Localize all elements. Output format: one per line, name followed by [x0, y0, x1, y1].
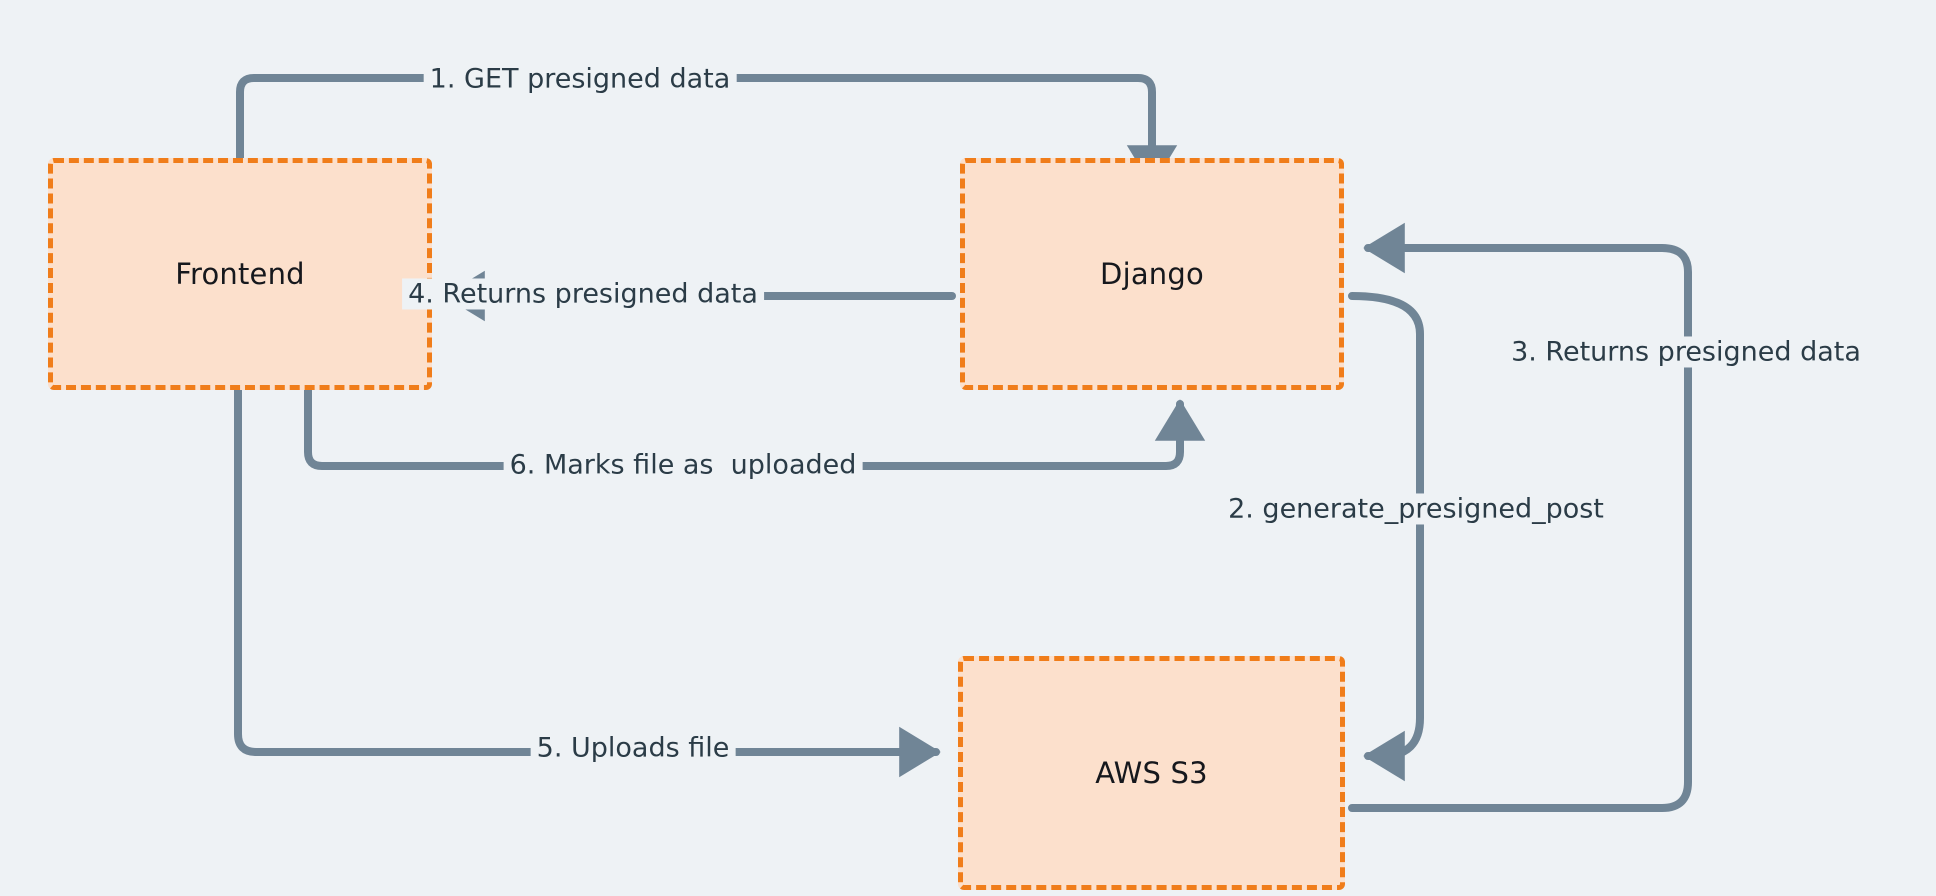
edge-label-3: 3. Returns presigned data [1505, 336, 1867, 368]
node-django[interactable]: Django [960, 158, 1344, 390]
node-aws-s3[interactable]: AWS S3 [958, 656, 1345, 890]
node-frontend[interactable]: Frontend [48, 158, 432, 390]
edge-2-generate-presigned-post [1348, 292, 1424, 782]
node-frontend-label: Frontend [175, 257, 305, 291]
edge-label-6: 6. Marks file as uploaded [503, 449, 863, 481]
edge-label-5: 5. Uploads file [530, 732, 736, 764]
node-aws-s3-label: AWS S3 [1095, 756, 1208, 790]
edge-5-uploads-file [234, 386, 941, 778]
edge-label-1: 1. GET presigned data [423, 63, 737, 95]
node-django-label: Django [1100, 257, 1204, 291]
edge-3-returns-presigned-data [1348, 222, 1692, 812]
edge-label-4: 4. Returns presigned data [402, 278, 764, 310]
edge-label-2: 2. generate_presigned_post [1222, 493, 1610, 525]
